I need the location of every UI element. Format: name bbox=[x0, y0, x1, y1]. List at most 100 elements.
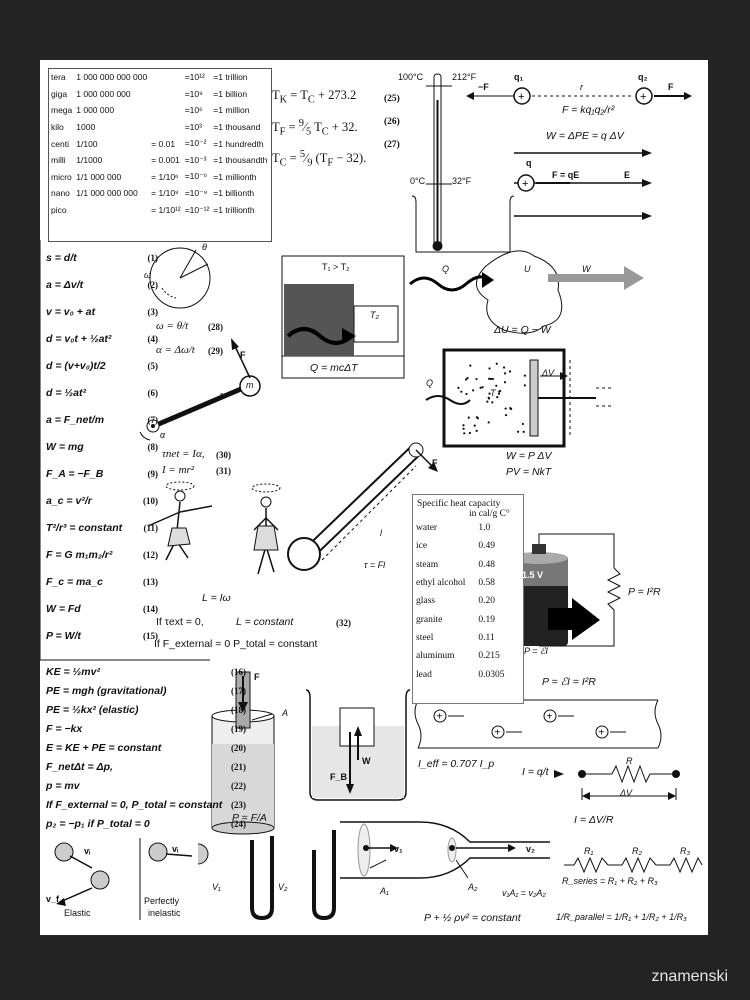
gas-particle bbox=[509, 407, 512, 410]
gas-particle bbox=[521, 422, 524, 426]
label-weight: W bbox=[362, 756, 371, 766]
eq-number: (14) bbox=[143, 603, 158, 614]
heat-transfer-diagram bbox=[281, 255, 405, 379]
equation: v = v₀ + at bbox=[46, 305, 96, 318]
equation-row: PE = ½kx² (elastic)(18) bbox=[46, 700, 246, 719]
prefix-long: 1 000 000 000 000 bbox=[76, 72, 148, 83]
prefix-word: =1 thousand bbox=[213, 122, 261, 133]
eq-number: (30) bbox=[216, 450, 231, 460]
label-r3: R₃ bbox=[680, 846, 691, 856]
gas-particle bbox=[466, 377, 469, 380]
gas-particle bbox=[495, 362, 498, 365]
equation-row: F_A = −F_B(9) bbox=[46, 460, 158, 487]
eq-number: (11) bbox=[143, 522, 159, 533]
label-r2: R₂ bbox=[632, 846, 642, 856]
eq-number: (29) bbox=[208, 346, 223, 356]
eq-number: (10) bbox=[143, 495, 158, 506]
prefix-name: mega bbox=[51, 105, 73, 116]
equation: W = Fd bbox=[46, 602, 81, 615]
gas-particle bbox=[481, 386, 484, 389]
eq-number: (6) bbox=[147, 387, 159, 398]
gas-particle bbox=[497, 392, 501, 395]
inertia-eq: I = mr² bbox=[162, 464, 195, 476]
positive-charge bbox=[543, 709, 557, 723]
material-name: steel bbox=[416, 632, 434, 643]
label-radius: r bbox=[220, 390, 223, 400]
coulomb-diagram: + + bbox=[466, 87, 692, 105]
gas-particle bbox=[491, 377, 494, 381]
ideal-gas-eq: PV = NkT bbox=[506, 466, 552, 478]
material-value: 0.49 bbox=[478, 541, 495, 552]
first-law-diagram bbox=[409, 250, 644, 334]
label-q: q bbox=[526, 158, 532, 168]
material-name: ice bbox=[416, 541, 428, 552]
gas-particle bbox=[465, 392, 468, 396]
specific-heat-box: Specific heat capacity in cal/g C° water… bbox=[412, 494, 524, 704]
equation: PE = mgh (gravitational) bbox=[46, 684, 167, 697]
equation: a = Δv/t bbox=[46, 278, 84, 291]
equation-row: F_c = ma_c(13) bbox=[46, 568, 158, 595]
material-value: 0.0305 bbox=[478, 669, 505, 680]
specific-heat-title: Specific heat capacity bbox=[417, 499, 501, 509]
gas-particle bbox=[460, 390, 463, 393]
gas-particle bbox=[488, 392, 491, 395]
label-temperature: T bbox=[490, 388, 496, 398]
gas-particle bbox=[457, 386, 460, 390]
manometer-tubes bbox=[250, 830, 336, 921]
material-value: 0.58 bbox=[478, 578, 495, 589]
gas-particle bbox=[495, 384, 498, 387]
prefix-name: micro bbox=[51, 171, 72, 182]
gas-work-eq: W = P ΔV bbox=[506, 450, 552, 462]
effective-current: I_eff = 0.707 I_p bbox=[418, 758, 495, 770]
equation: p₂ = −p₁ if P_total = 0 bbox=[46, 817, 150, 830]
eq-number: (4) bbox=[147, 333, 159, 344]
ice-skater-icons bbox=[147, 481, 281, 575]
angular-momentum-eq: L = Iω bbox=[202, 592, 231, 604]
prefix-row: pico= 1/10¹²=10⁻¹²=1 trillionth bbox=[49, 202, 269, 219]
prefix-long: 1000 bbox=[76, 122, 96, 133]
eq-number: (17) bbox=[231, 685, 246, 696]
equation-row: p₂ = −p₁ if P_total = 0(24) bbox=[46, 814, 246, 833]
prefix-word: =1 thousandth bbox=[213, 155, 268, 166]
parallel-resistance: 1/R_parallel = 1/R₁ + 1/R₂ + 1/R₃ bbox=[556, 912, 687, 922]
equation-row: E = KE + PE = constant(20) bbox=[46, 738, 246, 757]
equation: a = F_net/m bbox=[46, 413, 105, 426]
gas-particle bbox=[491, 401, 494, 404]
label-212f: 212°F bbox=[452, 72, 477, 82]
label-elastic: Elastic bbox=[64, 908, 91, 918]
prefix-name: kilo bbox=[51, 122, 64, 133]
label-delta-v: ΔV bbox=[542, 368, 555, 378]
eq-number: (7) bbox=[147, 414, 159, 425]
eq-number: (1) bbox=[147, 252, 159, 263]
gas-particle bbox=[523, 374, 526, 377]
gas-particle bbox=[467, 416, 470, 419]
gas-particle bbox=[471, 389, 475, 392]
equation: a_c = v²/r bbox=[46, 494, 92, 507]
celsius-eq: TC = 5⁄9 (TF − 32). bbox=[272, 149, 367, 169]
hydraulic-cylinder bbox=[211, 671, 275, 835]
label-minus-f: −F bbox=[478, 82, 489, 92]
label-r: r bbox=[580, 82, 583, 92]
kelvin-eq: TK = TC + 273.2 bbox=[272, 88, 357, 106]
beaker-icon bbox=[411, 195, 515, 253]
gas-particle bbox=[463, 432, 466, 435]
positive-charge bbox=[595, 725, 609, 739]
label-100c: 100°C bbox=[398, 72, 424, 82]
equation: F_c = ma_c bbox=[46, 575, 103, 588]
material-value: 0.215 bbox=[478, 651, 500, 662]
equation-row: F = −kx(19) bbox=[46, 719, 246, 738]
gas-particle bbox=[475, 429, 478, 432]
coulomb-law: F = kq₁q₂/r² bbox=[562, 104, 615, 116]
label-force: F bbox=[240, 350, 246, 360]
eq-number: (19) bbox=[231, 723, 246, 734]
label-f-qe: F = qE bbox=[552, 170, 580, 180]
equation: KE = ½mv² bbox=[46, 665, 100, 678]
gas-particle bbox=[479, 386, 482, 389]
temperature-eq-numbers: (25) (26) (27) bbox=[384, 88, 400, 157]
battery-icon bbox=[510, 533, 622, 647]
